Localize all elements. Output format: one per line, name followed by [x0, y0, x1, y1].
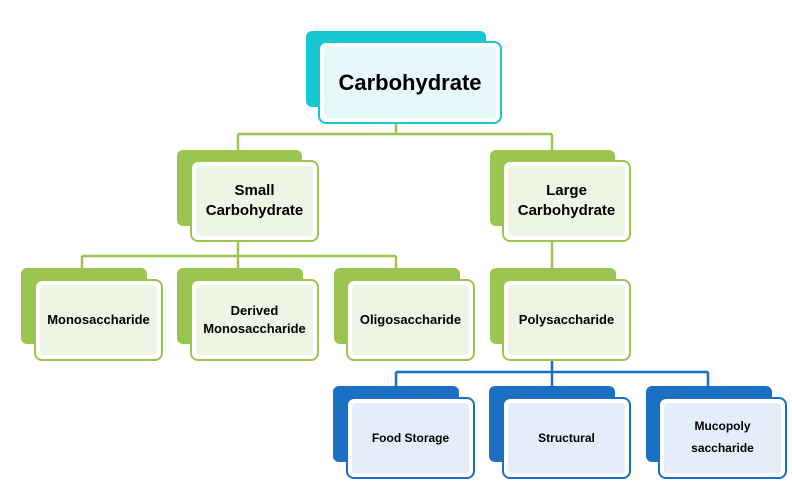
- node-box: Oligosaccharide: [346, 279, 475, 361]
- label-structural: Structural: [538, 430, 595, 445]
- label-monosaccharide: Monosaccharide: [47, 312, 150, 328]
- node-box: Structural: [502, 397, 631, 479]
- node-box: Carbohydrate: [318, 41, 502, 124]
- label-large-carbohydrate: Large Carbohydrate: [517, 181, 616, 219]
- node-box: Food Storage: [346, 397, 475, 479]
- label-derived-monosaccharide: Derived Monosaccharide: [203, 303, 306, 336]
- node-box: Polysaccharide: [502, 279, 631, 361]
- label-food-storage: Food Storage: [371, 430, 450, 445]
- label-carbohydrate: Carbohydrate: [338, 69, 482, 95]
- node-box: Mucopoly saccharide: [658, 397, 787, 479]
- label-oligosaccharide: Oligosaccharide: [359, 312, 462, 328]
- node-box: Small Carbohydrate: [190, 160, 319, 242]
- node-box: Derived Monosaccharide: [190, 279, 319, 361]
- node-box: Monosaccharide: [34, 279, 163, 361]
- label-mucopolysaccharide: Mucopoly saccharide: [691, 419, 754, 455]
- label-small-carbohydrate: Small Carbohydrate: [205, 181, 304, 219]
- label-polysaccharide: Polysaccharide: [518, 312, 615, 328]
- node-box: Large Carbohydrate: [502, 160, 631, 242]
